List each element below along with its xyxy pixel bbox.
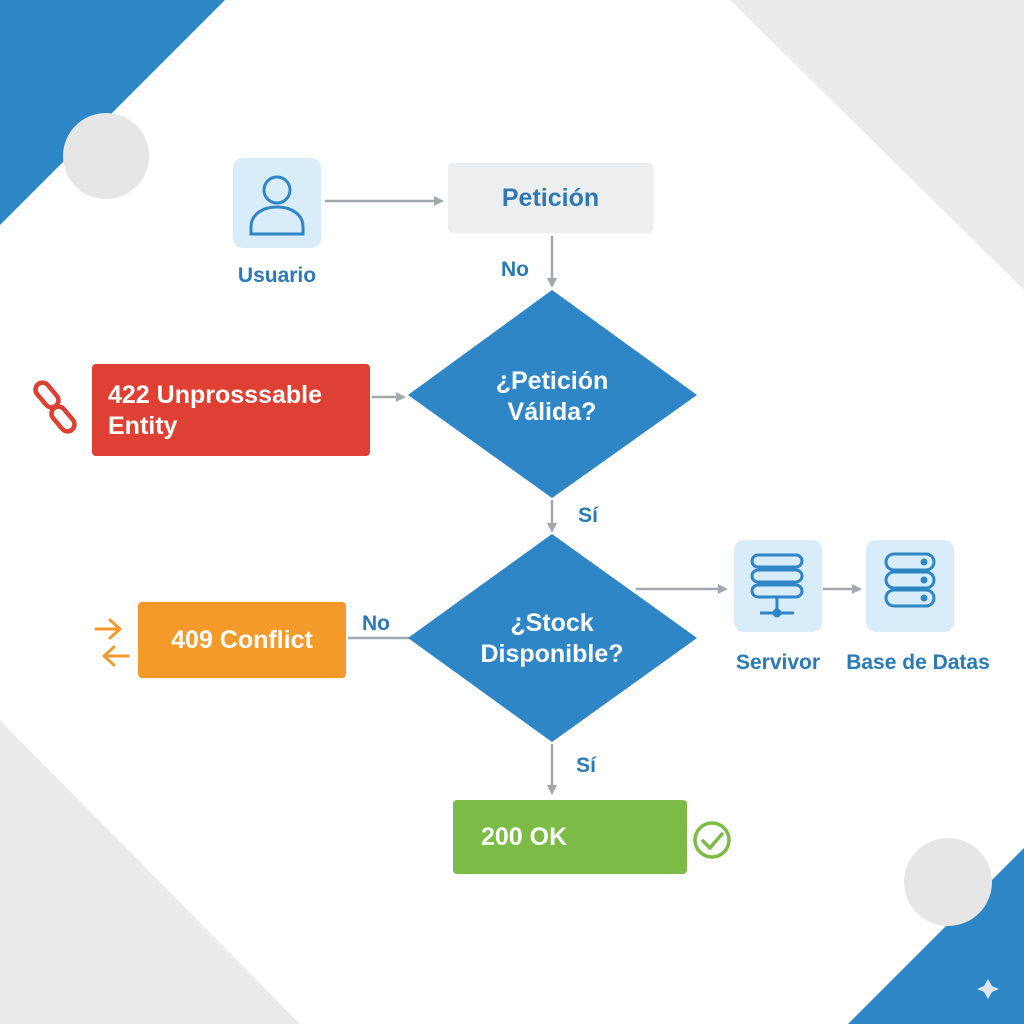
conflict-409-box	[138, 602, 346, 678]
servidor-label: Servivor	[735, 651, 821, 674]
edge-label-si-stock: Sí	[576, 754, 596, 777]
peticion-box	[448, 163, 653, 233]
corner-blue-top-left	[0, 0, 225, 225]
decision-stock-disponible	[408, 534, 697, 742]
decision-valida-line2: Válida?	[507, 398, 597, 426]
error-422-label: 422 Unprosssable Entity	[108, 380, 366, 444]
corner-gray-top-right	[730, 0, 1024, 290]
decision-peticion-valida	[408, 290, 697, 498]
error-422-line1: 422 Unprosssable	[108, 381, 322, 409]
edge-label-si-valida: Sí	[578, 504, 598, 527]
corner-gray-bottom-left	[0, 720, 300, 1024]
peticion-label: Petición	[501, 183, 600, 212]
deco-circle-bottom-right	[904, 838, 992, 926]
usuario-label: Usuario	[237, 264, 317, 287]
decision-valida-line1: ¿Petición	[495, 366, 609, 395]
sparkle-icon	[977, 979, 999, 999]
swap-arrows-icon	[94, 618, 130, 667]
broken-link-icon	[33, 380, 77, 434]
decision-stock-label: ¿Stock Disponible?	[448, 602, 656, 676]
server-network-icon	[750, 553, 804, 618]
ok-200-label: 200 OK	[481, 822, 568, 851]
error-422-box	[92, 364, 370, 456]
deco-circle-top-left	[63, 113, 149, 199]
edge-label-no-stock: No	[362, 612, 390, 635]
database-label: Base de Datas	[846, 651, 990, 674]
database-tile	[866, 540, 954, 632]
decision-valida-label: ¿Petición Válida?	[448, 360, 656, 434]
ok-200-box	[453, 800, 687, 874]
user-icon	[249, 175, 305, 236]
check-circle-icon	[693, 821, 731, 859]
database-icon	[884, 552, 936, 608]
decision-stock-line2: Disponible?	[480, 640, 624, 668]
error-422-line2: Entity	[108, 412, 178, 441]
conflict-409-label: 409 Conflict	[171, 625, 313, 654]
decision-stock-line1: ¿Stock	[510, 608, 594, 637]
edge-label-no-peticion: No	[501, 258, 529, 281]
